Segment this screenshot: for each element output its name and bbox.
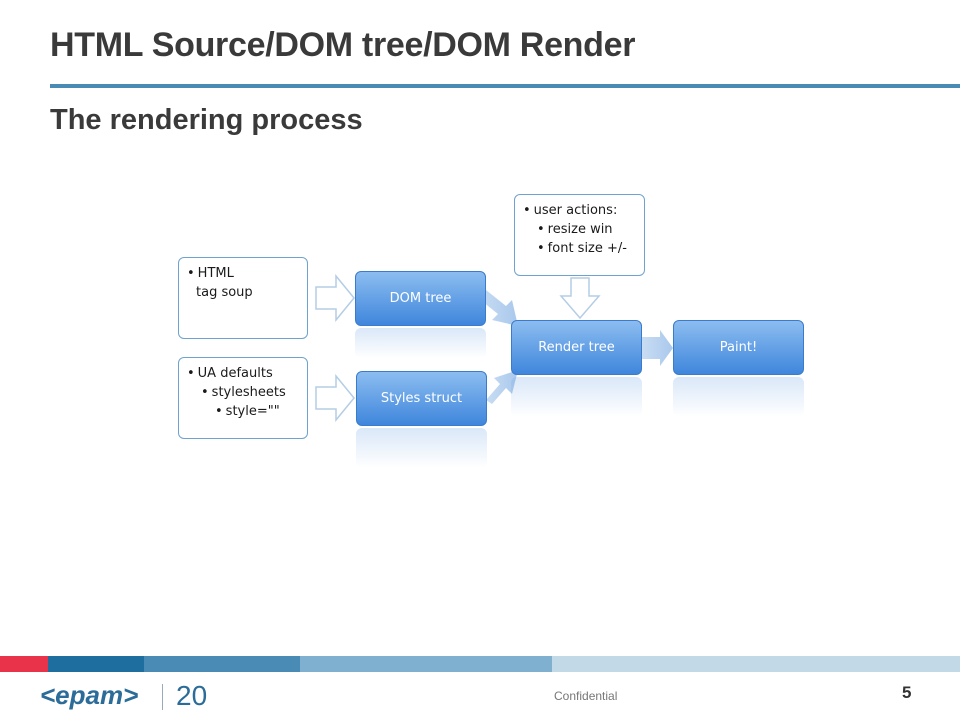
note-ua-line1: UA defaults (187, 364, 299, 383)
footer-stripe (0, 656, 48, 672)
note-html-line1: HTML (187, 264, 299, 283)
footer-stripe (48, 656, 144, 672)
arrow-styles-to-render (486, 370, 518, 404)
paint-reflection (673, 377, 804, 417)
arrow-html-to-dom (315, 273, 355, 323)
arrow-render-to-paint (642, 330, 673, 366)
render-tree-box: Render tree (511, 320, 642, 375)
note-user-line2: resize win (523, 220, 636, 239)
footer-stripe (552, 656, 960, 672)
footer-stripe (300, 656, 552, 672)
note-html-source: HTML tag soup (178, 257, 308, 339)
footer-stripe (144, 656, 300, 672)
confidential-label: Confidential (554, 689, 618, 703)
footer-stripes (0, 656, 960, 672)
page-number: 5 (902, 683, 912, 702)
styles-struct-reflection (356, 428, 487, 468)
arrow-ua-to-styles (315, 373, 355, 423)
note-ua-line3: style="" (187, 402, 299, 421)
paint-box: Paint! (673, 320, 804, 375)
logo-divider (162, 684, 163, 710)
note-ua-defaults: UA defaults stylesheets style="" (178, 357, 308, 439)
dom-tree-box: DOM tree (355, 271, 486, 326)
note-ua-line2: stylesheets (187, 383, 299, 402)
note-user-line1: user actions: (523, 201, 636, 220)
title-divider (50, 84, 960, 88)
arrow-dom-to-render (478, 290, 518, 326)
render-tree-reflection (511, 377, 642, 417)
slide-title: HTML Source/DOM tree/DOM Render (50, 26, 636, 64)
epam-logo: <epam> (40, 680, 139, 710)
note-user-line3: font size +/- (523, 239, 636, 258)
arrow-user-to-render (559, 277, 601, 320)
note-html-line2: tag soup (196, 285, 253, 300)
dom-tree-reflection (355, 328, 486, 358)
logo-anniversary-number: 20 (176, 680, 208, 711)
styles-struct-box: Styles struct (356, 371, 487, 426)
note-user-actions: user actions: resize win font size +/- (514, 194, 645, 276)
slide-subtitle: The rendering process (50, 104, 363, 136)
